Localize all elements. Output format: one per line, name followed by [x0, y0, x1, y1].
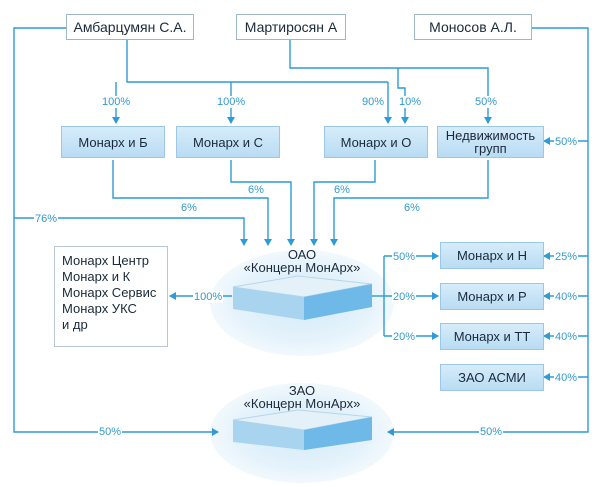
- share-label: 6%: [403, 202, 421, 214]
- sub-monarkh-n: Монарх и Н: [440, 242, 544, 269]
- share-label: 6%: [247, 184, 265, 196]
- sub-nedvizhimost-line2: групп: [474, 141, 507, 156]
- share-label: 20%: [392, 291, 417, 303]
- share-label: 20%: [392, 331, 417, 343]
- sub-nedvizhimost-line1: Недвижимость: [445, 128, 536, 143]
- zao-caption: ЗАО «Концерн МонАрх»: [232, 384, 372, 410]
- sub-monarkh-r: Монарх и Р: [440, 283, 544, 310]
- share-label: 25%: [554, 251, 579, 263]
- owner-monosov: Моносов А.Л.: [414, 14, 532, 40]
- share-label: 50%: [392, 251, 417, 263]
- oao-slab: [232, 275, 373, 320]
- share-label: 10%: [398, 96, 423, 108]
- share-label: 50%: [479, 426, 504, 438]
- owner-martirosyan: Мартиросян А: [236, 14, 346, 40]
- share-label: 40%: [554, 331, 579, 343]
- oao-caption-line2: «Концерн МонАрх»: [243, 260, 361, 275]
- zao-caption-line2: «Концерн МонАрх»: [243, 396, 361, 411]
- zao-caption-line1: ЗАО: [288, 383, 316, 398]
- owner-ambartsumyan: Амбарцумян С.А.: [66, 14, 194, 40]
- share-label: 40%: [554, 372, 579, 384]
- affiliate-item: Монарх Сервис: [62, 285, 157, 300]
- share-label: 100%: [216, 96, 247, 108]
- sub-monarkh-b: Монарх и Б: [61, 126, 165, 158]
- share-label: 76%: [34, 213, 59, 225]
- share-label: 50%: [554, 136, 579, 148]
- share-label: 6%: [180, 202, 198, 214]
- sub-monarkh-tt: Монарх и ТТ: [440, 323, 544, 350]
- affiliate-item: Монарх УКС: [62, 301, 137, 316]
- affiliate-item: Монарх и К: [62, 269, 131, 284]
- share-label: 100%: [101, 96, 132, 108]
- sub-zao-asmi: ЗАО АСМИ: [440, 364, 544, 391]
- oao-caption-line1: ОАО: [287, 247, 317, 262]
- share-label: 6%: [333, 184, 351, 196]
- share-label: 50%: [98, 426, 123, 438]
- share-label: 50%: [474, 96, 499, 108]
- oao-caption: ОАО «Концерн МонАрх»: [232, 248, 372, 274]
- sub-monarkh-s: Монарх и С: [176, 126, 280, 158]
- share-label: 90%: [361, 96, 386, 108]
- zao-slab: [232, 409, 373, 450]
- share-label: 40%: [554, 291, 579, 303]
- sub-nedvizhimost: Недвижимость групп: [437, 126, 544, 158]
- affiliates-list: Монарх Центр Монарх и К Монарх Сервис Мо…: [54, 246, 168, 347]
- share-label: 100%: [193, 291, 224, 303]
- affiliate-item: и др: [62, 317, 88, 332]
- sub-monarkh-o: Монарх и О: [324, 126, 428, 158]
- affiliate-item: Монарх Центр: [62, 253, 150, 268]
